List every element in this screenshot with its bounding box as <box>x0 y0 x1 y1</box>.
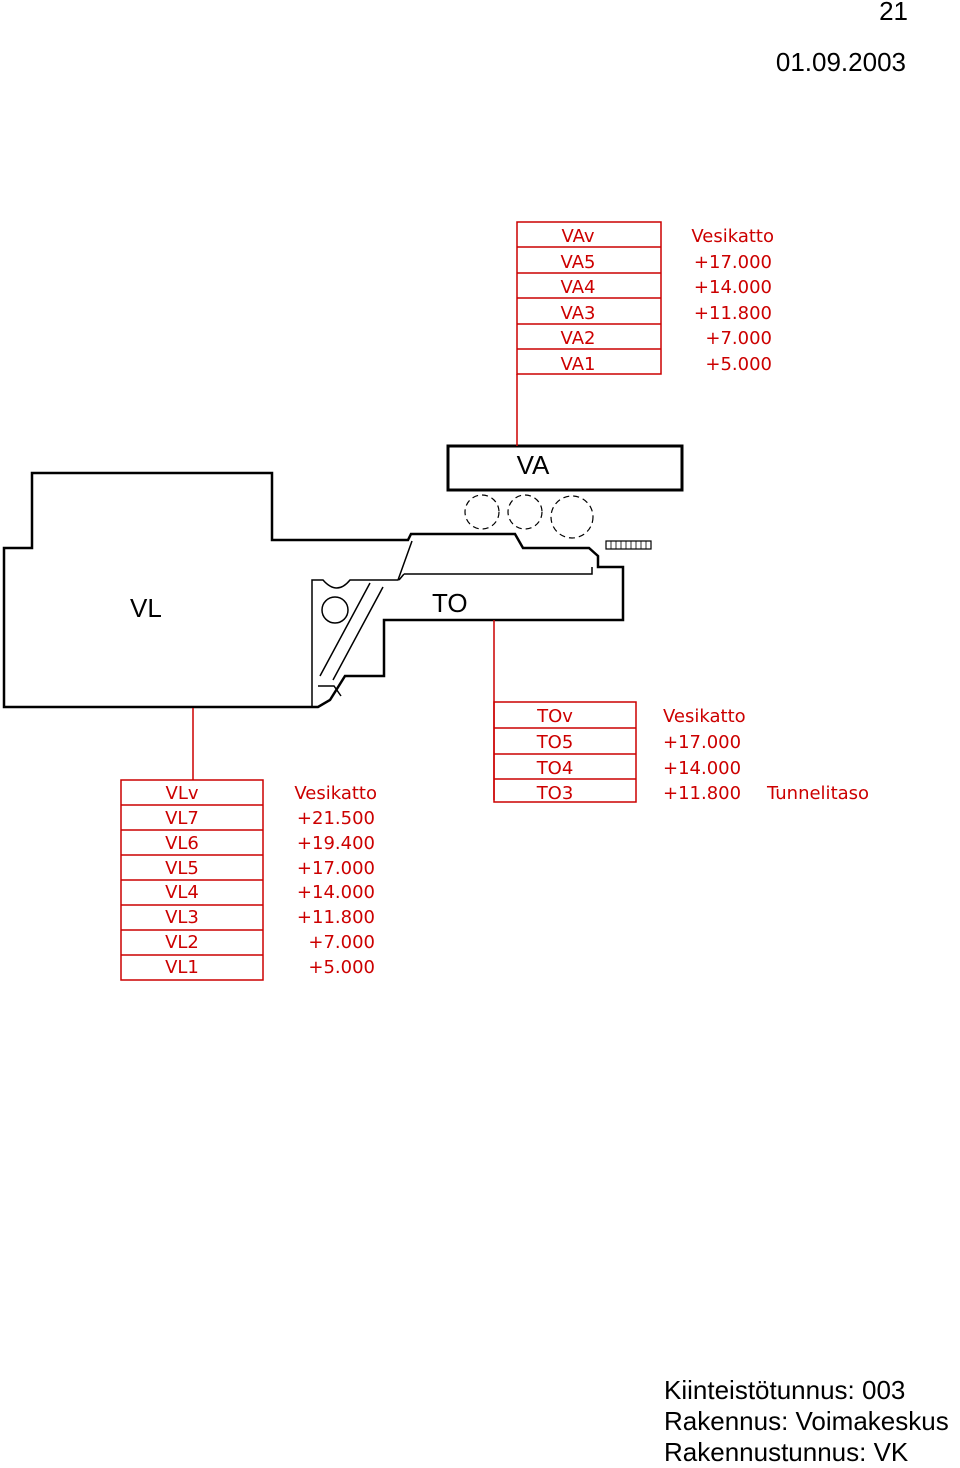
vl-ramp-lines <box>318 582 384 697</box>
va-elevation: +7.000 <box>705 328 772 349</box>
property-id: Kiinteistötunnus: 003 <box>664 1375 906 1405</box>
to-level-table: TOv TO5 TO4 TO3 Vesikatto +17.000 +14.00… <box>493 701 869 804</box>
va-level-table: VAv VA5 VA4 VA3 VA2 VA1 Vesikatto +17.00… <box>516 221 774 375</box>
vl-code: VLv <box>166 783 199 804</box>
va-code: VAv <box>561 226 594 247</box>
page-date: 01.09.2003 <box>775 47 906 77</box>
va-building-box <box>446 444 684 492</box>
vl-code: VL1 <box>165 957 199 978</box>
vl-label: VL <box>130 593 162 623</box>
vl-code: VL7 <box>165 808 199 829</box>
vl-elevation: +7.000 <box>308 932 375 953</box>
vl-elevation: Vesikatto <box>294 783 377 804</box>
va-label: VA <box>517 450 550 480</box>
to-inner-corridor <box>398 567 593 581</box>
va-code: VA3 <box>561 303 596 324</box>
vl-inner-outline <box>311 540 413 707</box>
building-id: Rakennustunnus: VK <box>664 1437 909 1467</box>
vl-elevation: +14.000 <box>297 882 375 903</box>
to-elevation: +14.000 <box>663 758 741 779</box>
to-code: TO5 <box>536 732 574 753</box>
va-code: VA1 <box>561 354 596 375</box>
to-elevation: +11.800 <box>663 783 741 804</box>
va-code: VA5 <box>561 252 596 273</box>
va-elevation: +14.000 <box>694 277 772 298</box>
va-elevation: +17.000 <box>694 252 772 273</box>
vl-code: VL5 <box>165 858 199 879</box>
vl-round-feature <box>321 596 349 624</box>
vl-code: VL6 <box>165 833 199 854</box>
leader-lines <box>192 374 518 800</box>
vl-level-table: VLv VL7 VL6 VL5 VL4 VL3 VL2 VL1 Vesikatt… <box>120 779 377 981</box>
va-code: VA4 <box>561 277 596 298</box>
vl-elevation: +21.500 <box>297 808 375 829</box>
rail-end <box>605 540 652 550</box>
vl-code: VL2 <box>165 932 199 953</box>
va-elevation: +5.000 <box>705 354 772 375</box>
to-note: Tunnelitaso <box>766 783 869 804</box>
va-code: VA2 <box>561 328 596 349</box>
to-code: TOv <box>536 706 573 727</box>
vl-building-outline <box>2 471 625 709</box>
to-label: TO <box>432 588 468 618</box>
to-elevation: +17.000 <box>663 732 741 753</box>
vl-elevation: +19.400 <box>297 833 375 854</box>
to-elevation: Vesikatto <box>663 706 746 727</box>
to-code: TO3 <box>536 783 574 804</box>
to-code: TO4 <box>536 758 574 779</box>
vl-elevation: +5.000 <box>308 957 375 978</box>
dashed-circles <box>464 494 594 539</box>
va-elevation: +11.800 <box>694 303 772 324</box>
vl-code: VL4 <box>165 882 199 903</box>
va-elevation: Vesikatto <box>691 226 774 247</box>
footer-info: Kiinteistötunnus: 003 Rakennus: Voimakes… <box>664 1375 949 1468</box>
building-name: Rakennus: Voimakeskus <box>664 1406 949 1436</box>
vl-elevation: +17.000 <box>297 858 375 879</box>
vl-elevation: +11.800 <box>297 907 375 928</box>
page-number: 21 <box>879 0 908 26</box>
vl-code: VL3 <box>165 907 199 928</box>
